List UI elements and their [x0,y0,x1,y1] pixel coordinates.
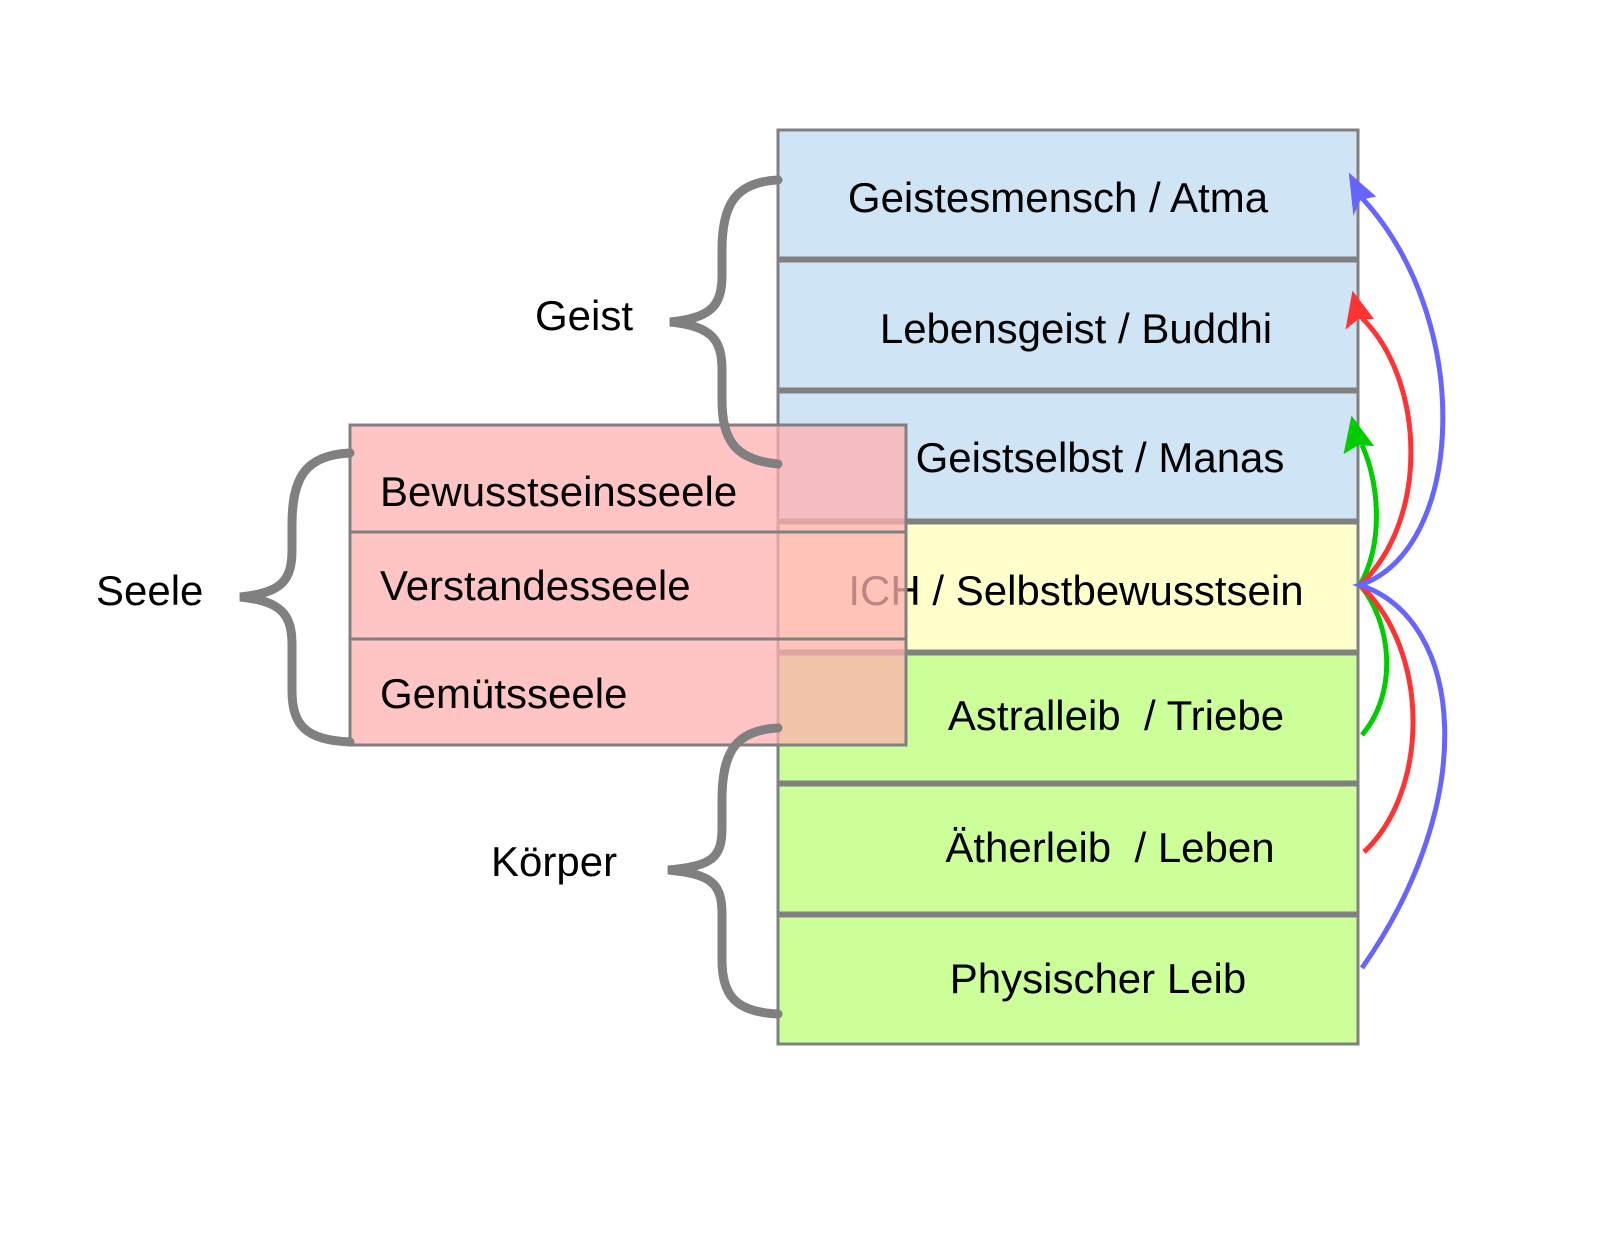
arrow-red-path [1356,316,1416,854]
group-label-geist: Geist [535,292,633,339]
brace-geist [669,175,783,469]
soul-box-bewusstseinsseele [348,423,908,534]
layer-box-physischer-leib [776,914,1360,1046]
arrow-blue-path [1352,196,1448,970]
layer-label-astralleib: Astralleib / Triebe [948,692,1284,739]
arrow-blue [1348,172,1448,970]
layer-box-buddhi [776,259,1360,391]
soul-label-verstandesseele: Verstandesseele [380,562,691,609]
brace-koerper [667,723,783,1019]
soul-box-gemuetsseele [348,637,908,747]
group-label-koerper: Körper [491,838,617,885]
layer-label-buddhi: Lebensgeist / Buddhi [880,305,1272,352]
layer-box-aetherleib [776,783,1360,915]
arrow-green-head [1343,415,1375,455]
brace-seele [239,448,355,747]
soul-column [348,423,908,747]
soul-label-gemuetsseele: Gemütsseele [380,670,627,717]
layer-label-ich: ICH / Selbstbewusstsein [848,567,1303,614]
layer-label-aetherleib: Ätherleib / Leben [945,824,1274,871]
layer-label-atma: Geistesmensch / Atma [848,174,1269,221]
soul-label-bewusstseinsseele: Bewusstseinsseele [380,468,737,515]
layer-label-physischer-leib: Physischer Leib [950,955,1246,1002]
layer-label-manas: Geistselbst / Manas [916,434,1285,481]
arrow-blue-head [1348,172,1377,216]
layer-box-atma [776,128,1360,260]
group-label-seele: Seele [96,567,203,614]
arrow-red-head [1345,290,1375,330]
